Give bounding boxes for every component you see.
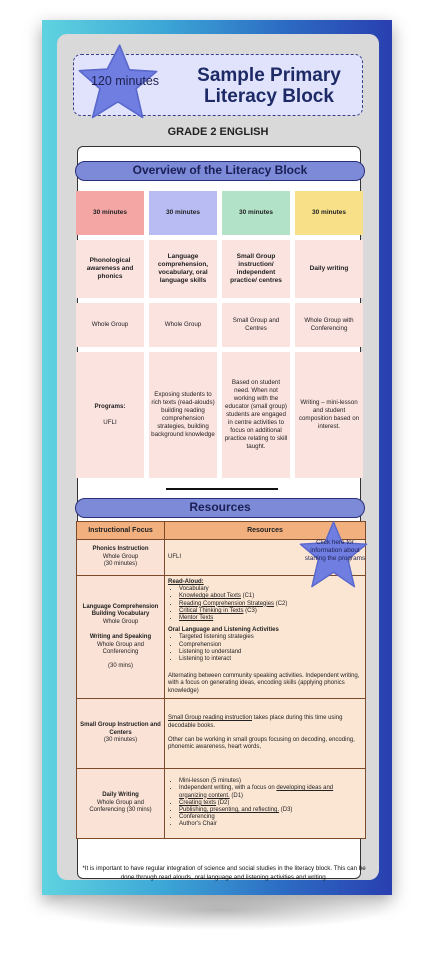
grade-subtitle: GRADE 2 ENGLISH [167,126,269,138]
page-title: Sample Primary Literacy Block [174,65,364,107]
writing-speaking-title: Writing and Speaking [89,634,152,641]
col2-detail: Exposing students to rich texts (read-al… [149,352,217,478]
writing-grouping: Whole Group and Conferencing (30 mins) [89,799,152,814]
col-header-resources: Resources [164,521,366,540]
mentor-texts-link[interactable]: Mentor Texts [179,615,214,622]
col1-duration: 30 minutes [76,191,144,235]
footnote: *It is important to have regular integra… [82,865,366,881]
read-aloud-list: Vocabulary Knowledge about Texts (C1) Re… [168,586,362,622]
list-item: Conferencing [179,814,362,821]
language-grouping: Whole Group [102,618,139,625]
list-item[interactable]: Reading Comprehension Strategies (C2) [179,601,362,608]
col1-detail-text: UFLI [103,419,117,426]
list-item: Listening to interact [179,656,362,663]
list-item[interactable]: Mentor Texts [179,615,362,622]
publishing-link[interactable]: Publishing, presenting, and reflecting. [179,806,280,813]
reading-comprehension-link[interactable]: Reading Comprehension Strategies [179,600,275,607]
star-icon [299,521,368,588]
list-item: Listening to understand [179,649,362,656]
oral-language-heading: Oral Language and Listening Activities [168,627,279,634]
table-row-language: Language Comprehension Building Vocabula… [76,575,366,699]
creating-texts-link[interactable]: Creating texts [179,799,217,806]
oral-language-list: Targeted listening strategies Comprehens… [168,634,362,663]
developing-ideas-link[interactable]: developing ideas and organizing content. [179,785,334,799]
small-group-resource-cell: Small Group reading instruction takes pl… [164,697,366,769]
language-focus-cell: Language Comprehension Building Vocabula… [76,575,165,699]
small-group-text-2: Other can be working in small groups foc… [168,736,355,751]
poster: Sample Primary Literacy Block 120 minute… [42,20,392,895]
list-item[interactable]: Critical Thinking in Texts (C3) [179,608,362,615]
poster-inner: Sample Primary Literacy Block 120 minute… [57,34,379,881]
col3-duration: 30 minutes [222,191,290,235]
page-shadow [48,890,393,930]
read-aloud-heading: Read-Aloud: [168,579,204,585]
resources-heading: Resources [75,498,365,518]
star-badge: 120 minutes [77,42,159,124]
title-line-1: Sample Primary [197,65,341,86]
col1-grouping: Whole Group [76,303,144,347]
language-resource-cell: Read-Aloud: Vocabulary Knowledge about T… [164,575,366,699]
col1-focus: Phonological awareness and phonics [76,240,144,298]
language-title: Language Comprehension Building Vocabula… [82,603,159,618]
list-item[interactable]: Creating texts (D2) [179,800,362,807]
col4-focus: Daily writing [295,240,363,298]
alternating-text: Alternating between community speaking a… [168,673,360,694]
resources-table: Instructional Focus Resources Phonics In… [76,521,366,839]
phonics-focus-cell: Phonics Instruction Whole Group (30 minu… [76,539,165,576]
list-item: Targeted listening strategies [179,634,362,641]
section-divider [166,488,278,490]
small-group-duration: (30 minutes) [103,737,138,744]
overview-heading: Overview of the Literacy Block [75,161,365,181]
list-item: Author's Chair [179,821,362,828]
click-here-star[interactable] [296,519,371,591]
title-line-2: Literacy Block [204,86,334,107]
col3-focus: Small Group instruction/ independent pra… [222,240,290,298]
writing-resource-cell: Mini-lesson (5 minutes) Independent writ… [164,767,366,839]
list-item: Mini-lesson (5 minutes) [179,778,362,785]
list-item[interactable]: Knowledge about Texts (C1) [179,593,362,600]
phonics-title: Phonics Instruction [92,546,149,553]
table-row-writing: Daily Writing Whole Group and Conferenci… [76,767,366,839]
writing-focus-cell: Daily Writing Whole Group and Conferenci… [76,767,165,839]
star-label: 120 minutes [90,74,160,88]
table-row-small-group: Small Group Instruction and Centers (30 … [76,697,366,769]
col2-focus: Language comprehension, vocabulary, oral… [149,240,217,298]
col4-detail: Writing – mini-lesson and student compos… [295,352,363,478]
col3-detail: Based on student need. When not working … [222,352,290,478]
language-duration: (30 mins) [107,662,133,669]
content-card: Overview of the Literacy Block 30 minute… [75,146,368,881]
phonics-resource: UFLI [168,553,182,560]
col4-duration: 30 minutes [295,191,363,235]
writing-list: Mini-lesson (5 minutes) Independent writ… [168,778,362,828]
list-item[interactable]: Independent writing, with a focus on dev… [179,785,362,799]
small-group-focus-cell: Small Group Instruction and Centers (30 … [76,697,165,769]
list-item[interactable]: Publishing, presenting, and reflecting. … [179,807,362,814]
writing-title: Daily Writing [102,792,139,799]
col3-grouping: Small Group and Centres [222,303,290,347]
col4-grouping: Whole Group with Conferencing [295,303,363,347]
col2-duration: 30 minutes [149,191,217,235]
critical-thinking-link[interactable]: Critical Thinking in Texts [179,607,244,614]
click-here-link[interactable]: Click here for information about startin… [304,539,366,562]
knowledge-texts-link[interactable]: Knowledge about Texts [179,593,241,600]
phonics-duration: (30 minutes) [103,561,138,568]
col1-detail: Programs: UFLI [76,352,144,478]
small-group-text-1: takes place during this time using decod… [168,715,343,729]
small-group-reading-link[interactable]: Small Group reading instruction [168,715,253,722]
col-header-focus: Instructional Focus [76,521,165,540]
list-item: Comprehension [179,642,362,649]
col2-grouping: Whole Group [149,303,217,347]
small-group-title: Small Group Instruction and Centers [80,722,161,736]
writing-speaking-grouping: Whole Group and Conferencing [96,641,145,656]
list-item: Vocabulary [179,586,362,593]
col1-detail-title: Programs: [94,403,126,410]
phonics-grouping: Whole Group [102,553,139,560]
star-icon [78,44,158,119]
